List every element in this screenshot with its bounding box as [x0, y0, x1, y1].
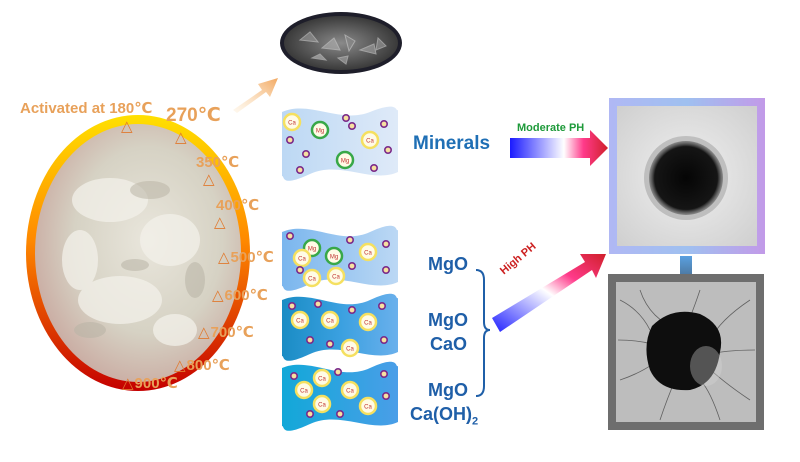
ion-label: Ca: [296, 319, 304, 325]
ion-circle: [340, 338, 360, 358]
ion-circle: [302, 268, 322, 288]
ion-circle: [340, 380, 360, 400]
small-ion-circle: [313, 299, 322, 308]
moderate-ph-arrow: [510, 130, 608, 166]
temp-label-500: △500℃: [218, 249, 274, 266]
temp-marker-400: △: [214, 214, 226, 231]
temp-label-700: △700℃: [198, 324, 254, 341]
small-ion-circle: [381, 391, 390, 400]
small-ion-circle: [295, 166, 304, 175]
temp-label-270: 270℃: [166, 105, 221, 126]
ion-circle: [326, 266, 346, 286]
ion-label: Mg: [341, 159, 349, 165]
ion-circle: [294, 380, 314, 400]
ion-label: Mg: [316, 129, 324, 135]
small-ion-circle: [381, 265, 390, 274]
small-ion-circle: [347, 261, 356, 270]
small-ion-circle: [305, 335, 314, 344]
small-ion-circle: [369, 164, 378, 173]
small-ion-circle: [287, 301, 296, 310]
ion-circle: [335, 150, 355, 170]
ion-label: Ca: [364, 321, 372, 327]
minerals-label: Minerals: [413, 133, 491, 154]
temp-label-400: 400℃: [216, 197, 260, 214]
product-3-line1: MgO: [428, 380, 468, 400]
ion-label: Ca: [318, 377, 326, 383]
ion-circle: [310, 120, 330, 140]
ion-label: Ca: [326, 319, 334, 325]
small-ion-circle: [381, 240, 390, 249]
ion-circle: [312, 394, 332, 414]
small-ion-circle: [301, 150, 310, 159]
small-ion-circle: [325, 339, 334, 348]
tem-image-high: [608, 274, 764, 430]
powder-photo: [26, 115, 250, 391]
ion-circle: [292, 248, 312, 268]
product-2-line2: CaO: [430, 334, 468, 354]
small-ion-circle: [377, 301, 386, 310]
ion-label: Ca: [308, 277, 316, 283]
product-2-line1: MgO: [428, 310, 468, 330]
temp-label-900: △900℃: [122, 375, 178, 392]
sem-image: [280, 12, 402, 74]
ion-circle: [320, 310, 340, 330]
small-ion-circle: [379, 369, 388, 378]
temp-marker-180: △: [121, 118, 133, 135]
ion-circle: [358, 312, 378, 332]
ion-circle: [290, 310, 310, 330]
small-ion-circle: [383, 146, 392, 155]
ion-label: Ca: [300, 389, 308, 395]
moderate-ph-label: Moderate PH: [517, 122, 585, 134]
small-ion-circle: [347, 305, 356, 314]
temp-label-600: △600℃: [212, 287, 268, 304]
high-ph-arrow: [492, 254, 606, 332]
small-ion-circle: [333, 367, 342, 376]
temp-marker-350: △: [203, 171, 215, 188]
ion-label: Ca: [288, 121, 296, 127]
product-3-line2: Ca(OH)2: [410, 404, 479, 428]
ion-label: Mg: [308, 247, 316, 253]
product-1: MgO: [428, 254, 468, 274]
temp-marker-270: △: [175, 129, 187, 146]
activation-label: Activated at 180℃: [20, 100, 153, 117]
small-ion-circle: [347, 122, 356, 131]
ion-circle: [282, 112, 302, 132]
ion-label: Ca: [298, 257, 306, 263]
ion-label: Ca: [346, 389, 354, 395]
tem-image-moderate: [609, 98, 765, 254]
temp-label-350: 350℃: [196, 154, 240, 171]
small-ion-circle: [285, 136, 294, 145]
small-ion-circle: [285, 232, 294, 241]
small-ion-circle: [341, 114, 350, 123]
ion-label: Mg: [330, 255, 338, 261]
minerals-band: [282, 106, 398, 181]
arrow-to-sem: [233, 78, 278, 113]
ion-label: Ca: [318, 403, 326, 409]
ion-label: Ca: [364, 405, 372, 411]
ion-circle: [324, 246, 344, 266]
product-bracket: [475, 269, 491, 397]
ion-band-2: [282, 293, 398, 361]
small-ion-circle: [335, 409, 344, 418]
temp-label-800: △800℃: [174, 357, 230, 374]
ion-circle: [360, 130, 380, 150]
ion-label: Ca: [346, 347, 354, 353]
ion-label: Ca: [364, 251, 372, 257]
ion-label: Ca: [332, 275, 340, 281]
ion-label: Ca: [366, 139, 374, 145]
small-ion-circle: [379, 335, 388, 344]
small-ion-circle: [305, 409, 314, 418]
ion-circle: [358, 242, 378, 262]
small-ion-circle: [379, 120, 388, 129]
ion-circle: [358, 396, 378, 416]
small-ion-circle: [289, 371, 298, 380]
small-ion-circle: [345, 236, 354, 245]
ion-circle: [312, 368, 332, 388]
small-ion-circle: [295, 265, 304, 274]
